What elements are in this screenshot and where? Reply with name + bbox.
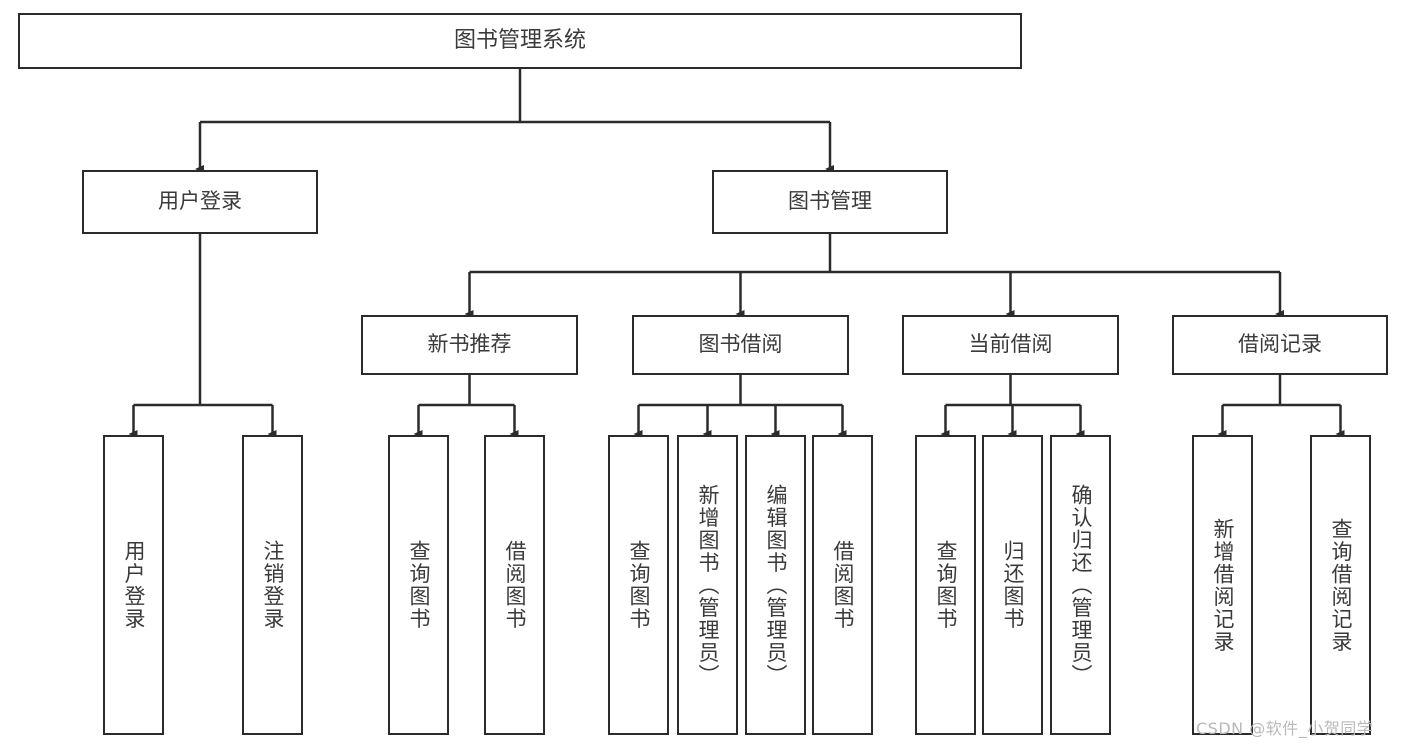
node-leaf-add-book[interactable]: 新增图书（管理员） — [677, 435, 738, 735]
node-user-login[interactable]: 用户登录 — [82, 170, 318, 234]
node-leaf-query-book-current[interactable]: 查询图书 — [915, 435, 976, 735]
node-leaf-add-record[interactable]: 新增借阅记录 — [1192, 435, 1253, 735]
node-leaf-borrow-book[interactable]: 借阅图书 — [812, 435, 873, 735]
node-label: 归还图书 — [1001, 540, 1025, 630]
node-label: 编辑图书（管理员） — [764, 483, 788, 687]
node-label: 用户登录 — [158, 189, 242, 214]
node-leaf-edit-book[interactable]: 编辑图书（管理员） — [745, 435, 806, 735]
node-leaf-query-book-rec[interactable]: 查询图书 — [388, 435, 449, 735]
node-label: 借阅记录 — [1238, 332, 1322, 357]
node-label: 借阅图书 — [831, 540, 855, 630]
node-label: 新增借阅记录 — [1211, 517, 1235, 653]
node-leaf-confirm-return[interactable]: 确认归还（管理员） — [1050, 435, 1111, 735]
node-leaf-query-record[interactable]: 查询借阅记录 — [1310, 435, 1371, 735]
node-label: 查询借阅记录 — [1329, 517, 1353, 653]
node-leaf-logout-login[interactable]: 注销登录 — [242, 435, 303, 735]
node-book-manage[interactable]: 图书管理 — [712, 170, 948, 234]
node-label: 图书借阅 — [698, 332, 783, 357]
node-label: 图书管理 — [788, 189, 872, 214]
node-label: 确认归还（管理员） — [1069, 483, 1093, 687]
node-label: 图书管理系统 — [453, 27, 586, 53]
node-root-图书管理系统[interactable]: 图书管理系统 — [18, 13, 1022, 69]
node-label: 查询图书 — [934, 540, 958, 630]
node-leaf-borrow-book-rec[interactable]: 借阅图书 — [484, 435, 545, 735]
node-label: 查询图书 — [407, 540, 431, 630]
node-new-book-rec[interactable]: 新书推荐 — [361, 315, 578, 375]
node-label: 借阅图书 — [503, 540, 527, 630]
node-label: 新增图书（管理员） — [696, 483, 720, 687]
node-current-borrow[interactable]: 当前借阅 — [902, 315, 1119, 375]
node-leaf-query-book-borrow[interactable]: 查询图书 — [608, 435, 669, 735]
node-borrow-record[interactable]: 借阅记录 — [1172, 315, 1388, 375]
node-leaf-user-login[interactable]: 用户登录 — [103, 435, 164, 735]
node-label: 注销登录 — [261, 540, 285, 630]
node-label: 新书推荐 — [427, 332, 512, 357]
node-leaf-return-book[interactable]: 归还图书 — [982, 435, 1043, 735]
node-book-borrow[interactable]: 图书借阅 — [632, 315, 849, 375]
node-label: 查询图书 — [627, 540, 651, 630]
node-label: 用户登录 — [122, 540, 146, 630]
connector-lines — [128, 69, 1345, 438]
node-label: 当前借阅 — [968, 332, 1053, 357]
